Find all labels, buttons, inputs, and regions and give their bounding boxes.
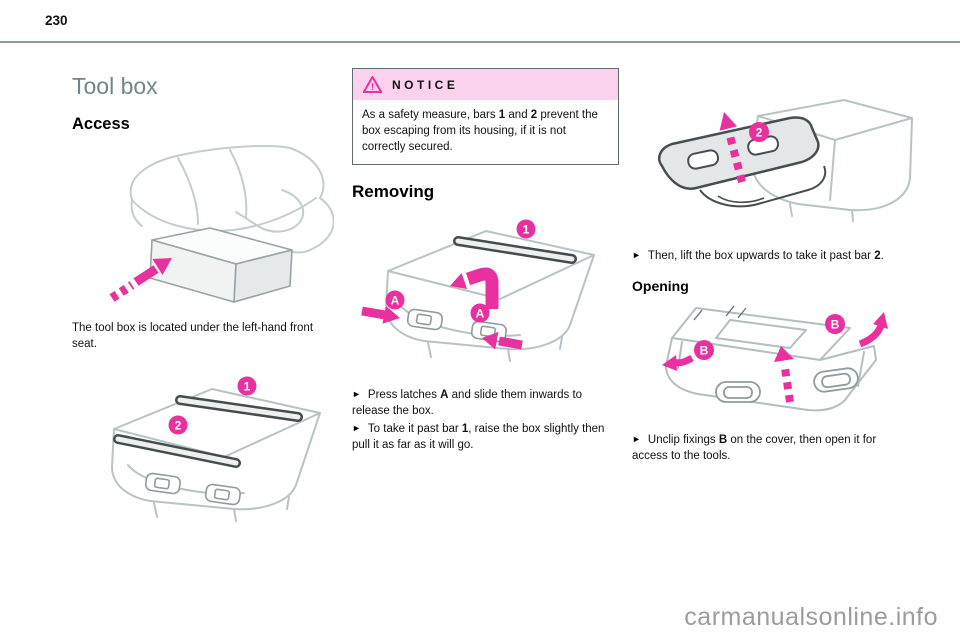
bar-2-label: 2 [756,126,763,140]
header-rule [0,41,960,43]
badge-bar-2: 2 [168,415,188,435]
warning-triangle-icon: ! [362,76,383,93]
arrow-unclip-right-icon [858,311,888,348]
instruction-text: Press latches A and slide them inwards t… [352,389,583,418]
arrow-lift-up-icon [719,112,746,184]
bullet-triangle: ► [632,250,641,260]
section-heading-removing: Removing [352,182,435,202]
left-column: Tool box Access The tool box [72,60,335,529]
instruction-press-latches: ►Press latches A and slide them inwards … [352,388,614,420]
hatch-marks [693,305,747,321]
middle-column: ! NOTICE As a safety measure, bars 1 and… [352,60,619,454]
figure-toolbox-bars: 1 2 [72,369,335,529]
bar-1-label: 1 [523,223,530,237]
instruction-past-bar-1: ►To take it past bar 1, raise the box sl… [352,422,614,454]
retaining-bar-1 [453,236,577,265]
figure-lift-past-bar-2: 2 [632,78,928,240]
retaining-bar-2 [113,433,241,468]
notice-body: As a safety measure, bars 1 and 2 preven… [362,109,598,154]
pulled-out-box [658,116,827,208]
seat-outline [129,145,334,254]
toolbox-bars-drawing: 1 2 [111,376,321,522]
notice-title: NOTICE [392,77,459,92]
badge-fixing-b-right: B [825,313,845,334]
removing-drawing: 1 A A [361,219,595,363]
watermark: carmanualsonline.info [684,603,938,631]
instruction-lift-box: ► Then, lift the box upwards to take it p… [632,249,894,265]
figure-toolbox-under-seat [72,136,335,308]
badge-latch-a-left: A [385,290,405,310]
badge-latch-a-right: A [470,303,490,323]
toolbox-box [149,227,293,303]
page-number: 230 [45,13,68,28]
arrow-press-right-icon [482,332,523,350]
right-column: 2 ► Then, lift the box upwards to take it… [632,60,928,465]
lift-box-drawing: 2 [658,99,913,222]
bullet-triangle: ► [352,423,361,433]
instruction-text: To take it past bar 1, raise the box sli… [352,423,605,451]
arrow-slide-inward-icon [450,267,499,310]
cover-recesses [715,367,859,403]
bar-1-label: 1 [244,379,251,393]
instruction-text: Unclip fixings B on the cover, then open… [632,433,877,462]
arrow-open-up-icon [774,345,794,403]
badge-bar-2: 2 [749,122,769,142]
page-title: Tool box [72,73,158,99]
instruction-text: Then, lift the box upwards to take it pa… [647,250,884,262]
arrow-press-left-icon [361,306,400,324]
seat-line-drawing [109,145,334,303]
access-caption: The tool box is located under the left-h… [72,322,314,350]
latch-slots [144,472,241,506]
magenta-arrow-icon [109,258,172,302]
badge-bar-1: 1 [516,219,536,239]
bar-2-label: 2 [175,418,182,432]
instruction-unclip-fixings: ►Unclip fixings B on the cover, then ope… [632,433,894,465]
latch-a-label: A [476,307,485,321]
badge-bar-1: 1 [237,376,257,396]
badge-fixing-b-left: B [694,339,714,360]
figure-removing: 1 A A [352,207,619,379]
notice-header: ! NOTICE [353,69,618,100]
bullet-triangle: ► [352,389,361,400]
section-heading-opening: Opening [632,277,689,294]
fixing-b-label: B [700,343,709,357]
bullet-triangle: ► [632,433,641,444]
figure-opening: B B [632,302,928,424]
retaining-bar-1 [175,394,303,422]
latch-a-label: A [391,294,400,308]
opening-cover-drawing: B B [662,305,888,412]
arrow-unclip-left-icon [662,354,694,371]
fixing-b-label: B [831,317,840,331]
notice-box: ! NOTICE As a safety measure, bars 1 and… [352,68,619,166]
section-heading-access: Access [72,115,130,133]
warning-exclamation: ! [371,82,374,93]
